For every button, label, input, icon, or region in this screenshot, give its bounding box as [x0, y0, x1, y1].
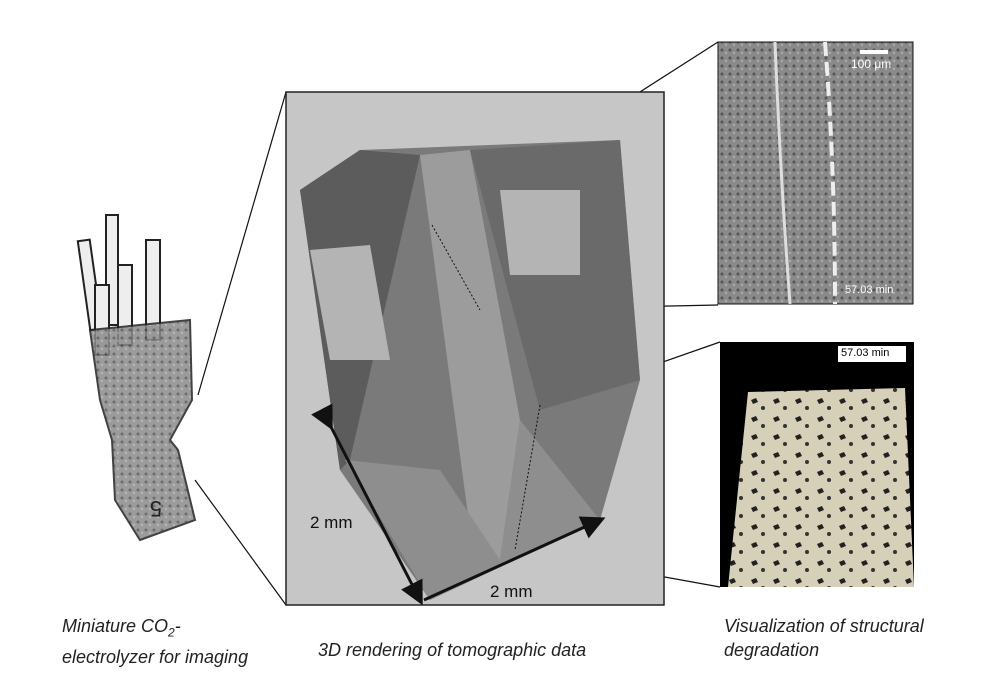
surface-degradation-image — [720, 342, 914, 587]
slice-timestamp: 57.03 min — [845, 284, 894, 296]
caption-text: - — [174, 616, 181, 636]
electrolyzer-illustration: 5 — [76, 214, 197, 542]
tomography-slice-image — [717, 41, 914, 305]
caption-text: Visualization of structural — [724, 616, 924, 636]
caption-text: degradation — [724, 640, 820, 660]
scale-label-vertical: 2 mm — [310, 513, 353, 532]
tomography-render — [285, 91, 665, 606]
caption-text: Miniature CO — [62, 616, 169, 636]
slice-scalebar-label: 100 μm — [851, 57, 892, 71]
svg-text:5: 5 — [150, 496, 162, 521]
caption-rendering: 3D rendering of tomographic data — [318, 640, 587, 660]
caption-subscript: 2 — [168, 625, 175, 640]
caption-electrolyzer: Miniature CO2- electrolyzer for imaging — [62, 614, 248, 669]
scalebar — [860, 50, 888, 54]
caption-text: electrolyzer for imaging — [62, 646, 249, 667]
scale-label-horizontal: 2 mm — [490, 582, 533, 601]
surface-timestamp: 57.03 min — [841, 347, 890, 359]
caption-degradation: Visualization of structural degradation — [724, 614, 924, 662]
